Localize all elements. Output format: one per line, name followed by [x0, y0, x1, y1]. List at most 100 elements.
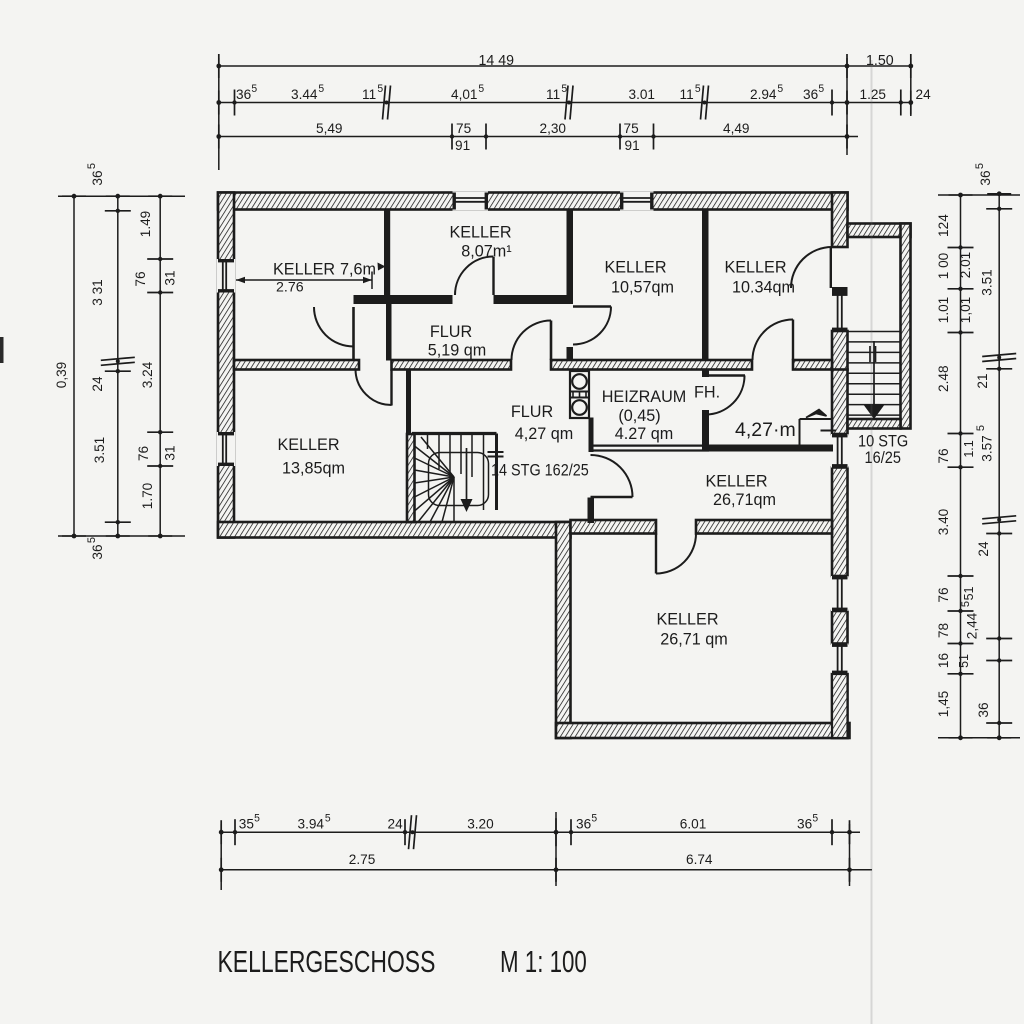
svg-text:1.50: 1.50: [866, 53, 894, 69]
svg-text:5: 5: [377, 83, 383, 95]
svg-text:5: 5: [975, 425, 987, 431]
svg-text:KELLER: KELLER: [449, 224, 511, 242]
svg-text:3.44: 3.44: [291, 86, 318, 102]
svg-text:11: 11: [546, 86, 560, 102]
svg-text:78: 78: [935, 623, 951, 638]
svg-text:5: 5: [318, 83, 324, 95]
svg-text:26,71 qm: 26,71 qm: [660, 631, 728, 649]
svg-text:1.25: 1.25: [860, 86, 887, 102]
svg-text:76: 76: [132, 271, 148, 286]
svg-text:16/25: 16/25: [865, 449, 901, 467]
svg-text:(0,45): (0,45): [618, 407, 660, 425]
svg-text:1.49: 1.49: [137, 210, 153, 237]
svg-text:24: 24: [89, 376, 105, 391]
svg-text:1 00: 1 00: [935, 252, 951, 279]
svg-text:2,30: 2,30: [540, 120, 567, 136]
svg-text:75: 75: [624, 120, 639, 136]
svg-text:KELLERGESCHOSS: KELLERGESCHOSS: [218, 944, 436, 979]
svg-text:4.27 qm: 4.27 qm: [615, 425, 674, 443]
svg-text:91: 91: [455, 137, 470, 153]
svg-text:5: 5: [325, 812, 331, 824]
svg-text:0,39: 0,39: [53, 361, 69, 388]
svg-text:11: 11: [680, 86, 694, 102]
svg-text:14 STG 162/25: 14 STG 162/25: [491, 462, 589, 480]
svg-text:10.34qm: 10.34qm: [732, 279, 795, 297]
svg-text:3.40: 3.40: [935, 508, 951, 535]
svg-text:1,45: 1,45: [935, 690, 951, 717]
svg-text:4,49: 4,49: [723, 120, 750, 136]
svg-text:2.48: 2.48: [935, 365, 951, 392]
svg-text:24: 24: [388, 815, 403, 831]
svg-text:3.01: 3.01: [629, 86, 656, 102]
svg-text:1.1: 1.1: [961, 440, 976, 457]
svg-text:2.01: 2.01: [957, 251, 973, 278]
svg-text:31: 31: [161, 270, 177, 285]
svg-text:3.20: 3.20: [467, 815, 494, 831]
svg-text:5: 5: [960, 601, 972, 607]
svg-text:4,27 qm: 4,27 qm: [515, 425, 574, 443]
svg-text:5: 5: [561, 83, 567, 95]
svg-text:5,19 qm: 5,19 qm: [428, 342, 487, 360]
svg-text:8,07m¹: 8,07m¹: [461, 243, 512, 261]
svg-text:36: 36: [89, 544, 105, 559]
svg-text:6.74: 6.74: [686, 851, 713, 867]
svg-text:36: 36: [975, 702, 991, 717]
svg-text:31: 31: [161, 445, 177, 460]
svg-text:11: 11: [362, 86, 376, 102]
svg-text:3 31: 3 31: [89, 279, 105, 306]
svg-text:4,27·m: 4,27·m: [735, 419, 796, 441]
svg-text:KELLER: KELLER: [705, 473, 767, 491]
svg-text:75: 75: [456, 120, 471, 136]
svg-text:76: 76: [935, 448, 951, 463]
svg-text:21: 21: [974, 373, 990, 388]
svg-text:5: 5: [695, 83, 701, 95]
svg-text:5: 5: [254, 812, 260, 824]
svg-text:76: 76: [135, 446, 151, 461]
svg-text:16: 16: [935, 653, 951, 668]
svg-text:5: 5: [818, 83, 824, 95]
svg-text:51: 51: [961, 587, 976, 601]
svg-text:4,01: 4,01: [451, 86, 478, 102]
svg-text:HEIZRAUM: HEIZRAUM: [602, 388, 687, 406]
svg-text:2.76: 2.76: [276, 280, 304, 296]
svg-text:36: 36: [89, 170, 105, 185]
svg-text:FLUR: FLUR: [511, 403, 553, 421]
svg-text:KELLER: KELLER: [604, 259, 666, 277]
svg-text:5: 5: [86, 163, 98, 169]
svg-text:36: 36: [803, 86, 818, 102]
svg-text:5: 5: [86, 537, 98, 543]
svg-text:124: 124: [935, 214, 951, 237]
svg-text:KELLER: KELLER: [724, 259, 786, 277]
svg-text:36: 36: [797, 815, 812, 831]
svg-text:KELLER: KELLER: [277, 436, 339, 454]
svg-text:36: 36: [977, 170, 993, 185]
svg-text:5: 5: [974, 163, 986, 169]
svg-text:2,44: 2,44: [963, 612, 979, 639]
svg-text:5,49: 5,49: [316, 120, 343, 136]
svg-text:5: 5: [478, 83, 484, 95]
svg-text:7,6m: 7,6m: [340, 261, 376, 279]
svg-text:FLUR: FLUR: [430, 323, 472, 341]
svg-text:35: 35: [239, 815, 254, 831]
svg-text:FH.: FH.: [694, 384, 720, 402]
svg-text:M 1: 100: M 1: 100: [500, 944, 587, 978]
svg-text:1.01: 1.01: [935, 296, 951, 323]
svg-text:6.01: 6.01: [680, 815, 707, 831]
svg-text:3.57: 3.57: [978, 435, 994, 462]
svg-text:91: 91: [625, 137, 640, 153]
svg-text:3.24: 3.24: [139, 361, 155, 388]
svg-text:10 STG: 10 STG: [858, 433, 908, 451]
svg-text:14 49: 14 49: [479, 53, 515, 69]
svg-text:76: 76: [935, 587, 951, 602]
svg-text:5: 5: [812, 812, 818, 824]
svg-text:5: 5: [777, 83, 783, 95]
svg-text:24: 24: [975, 541, 991, 556]
svg-text:36: 36: [236, 86, 251, 102]
svg-text:2.75: 2.75: [349, 851, 376, 867]
svg-text:1.70: 1.70: [139, 482, 155, 509]
svg-text:5: 5: [251, 83, 257, 95]
svg-text:KELLER: KELLER: [273, 261, 335, 279]
svg-text:24: 24: [916, 86, 931, 102]
svg-text:51: 51: [956, 654, 971, 668]
svg-text:3.51: 3.51: [91, 436, 107, 463]
